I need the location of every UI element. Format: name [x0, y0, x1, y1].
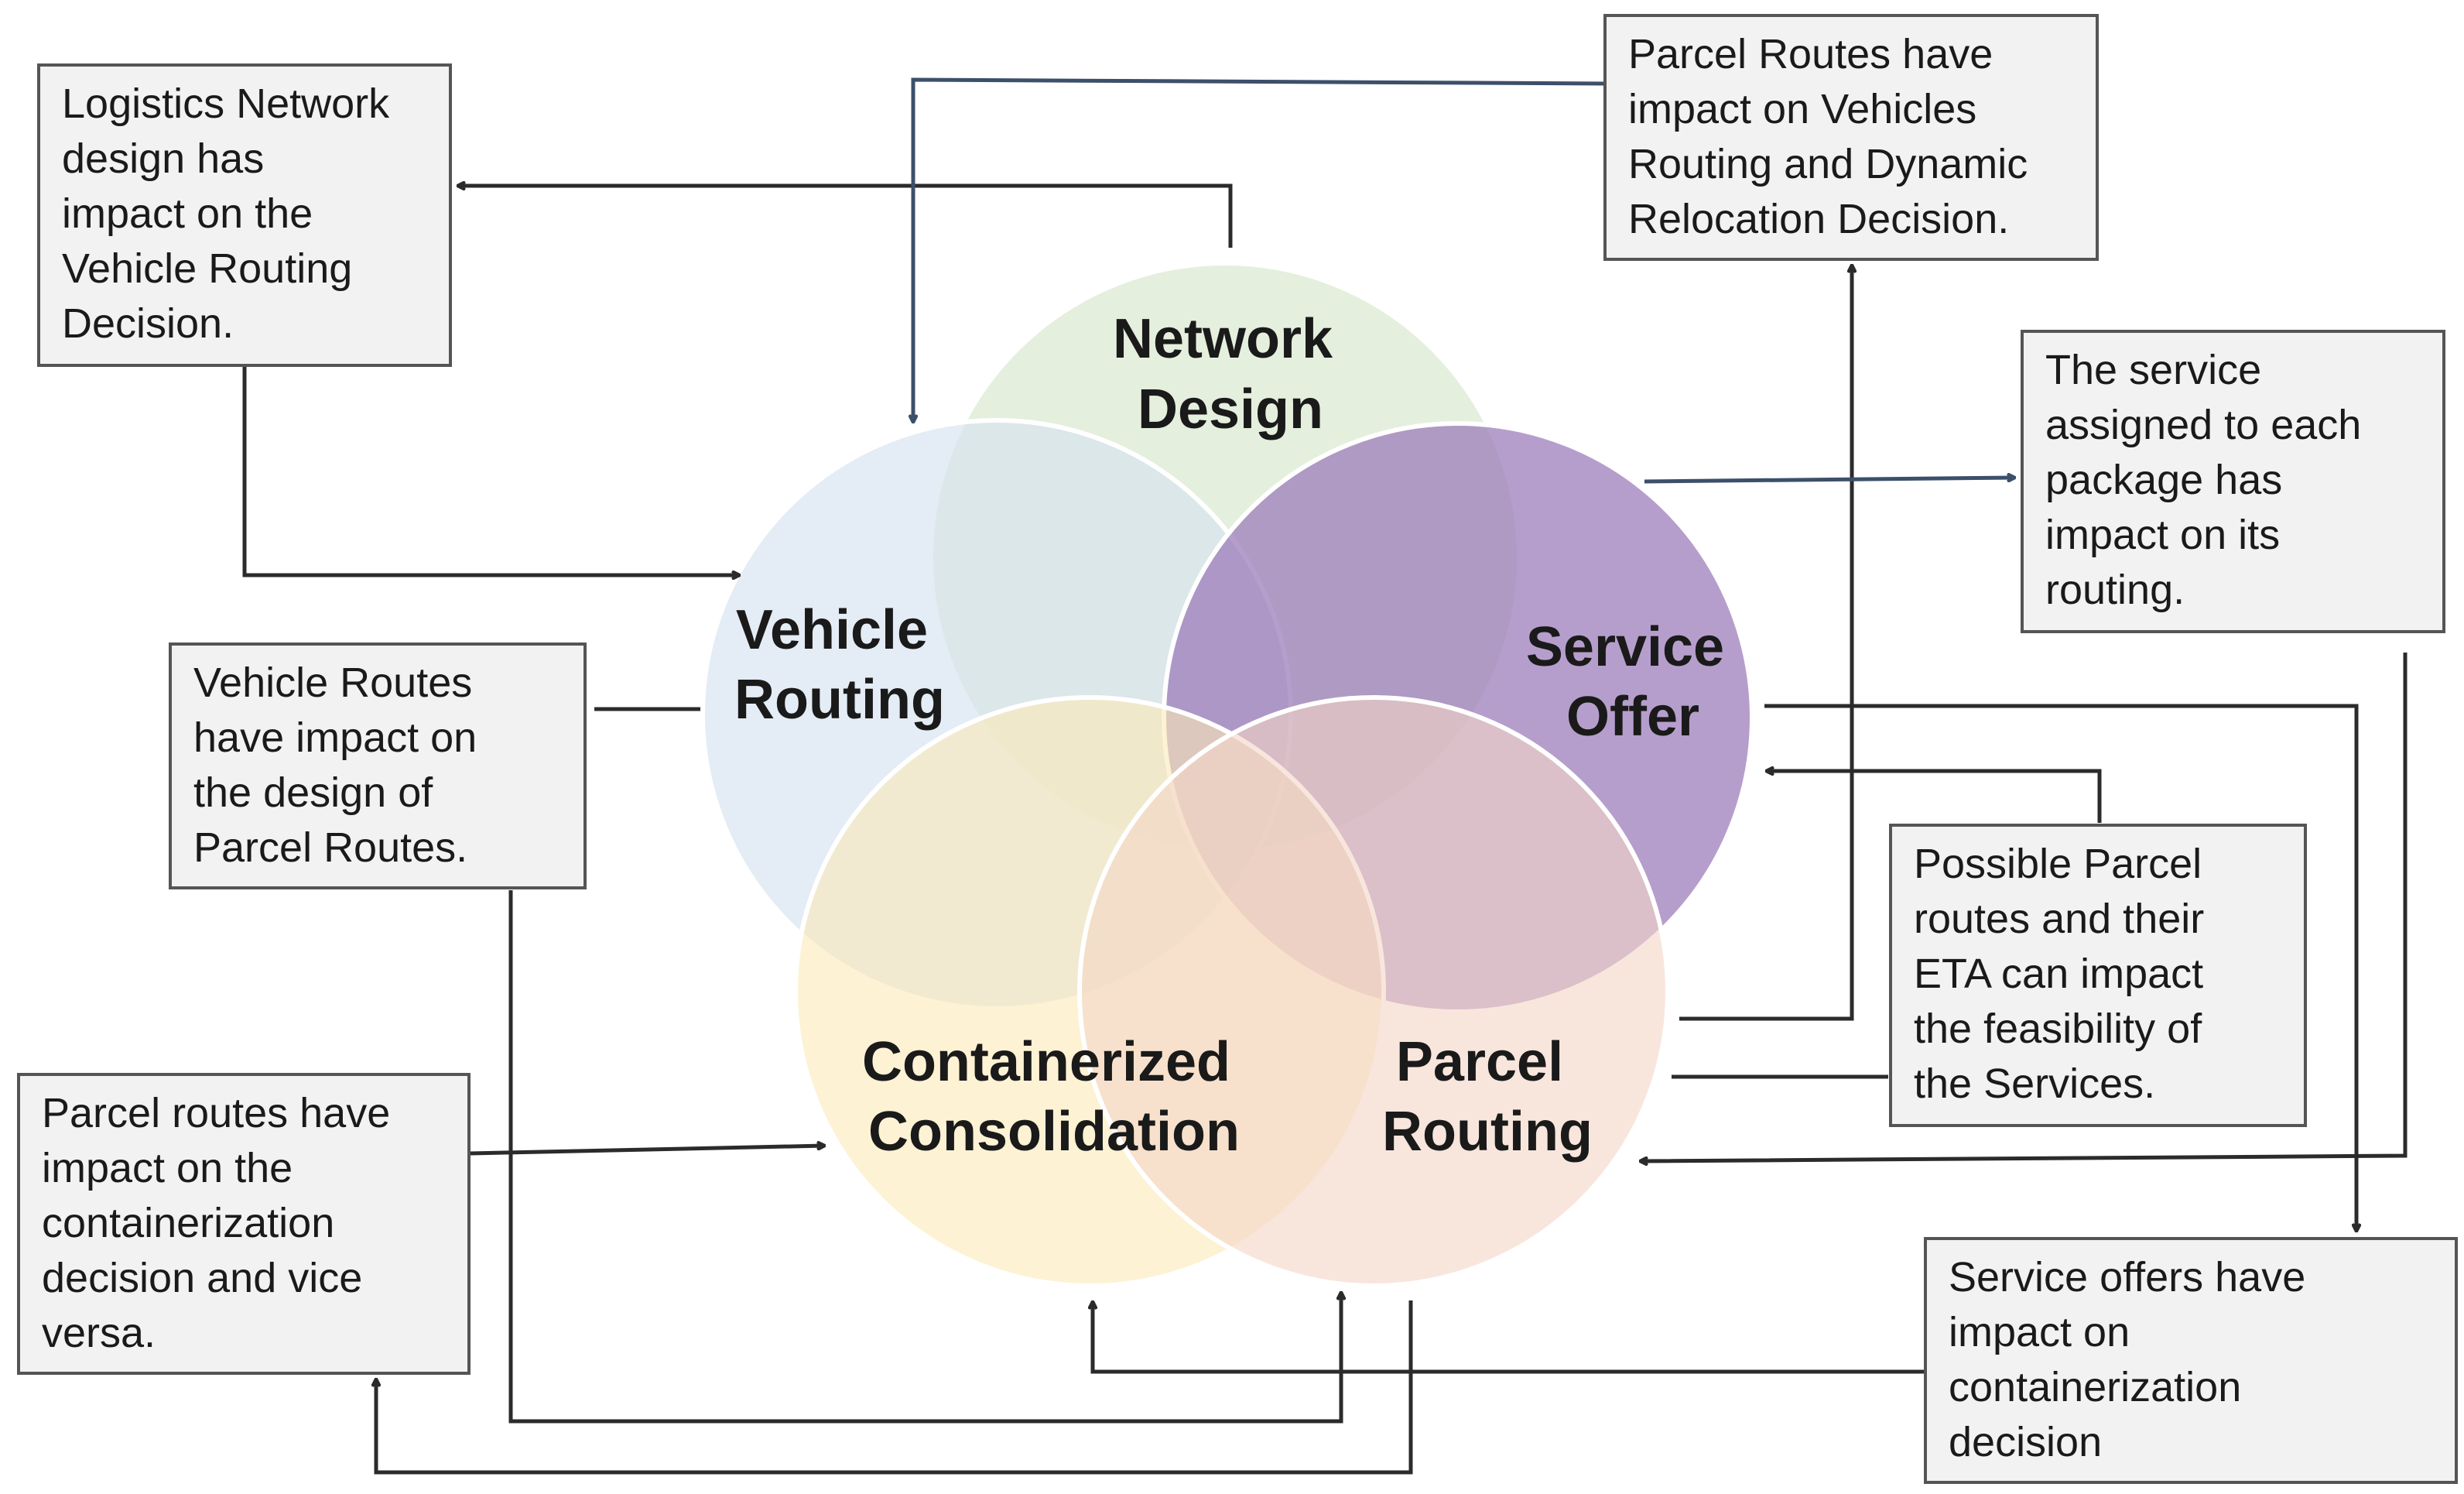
connector-service-note-to-parcel [1641, 653, 2408, 1161]
note-possible-parcel: Possible Parcel routes and their ETA can… [1889, 824, 2307, 1127]
connector-vehicle-routes-note-to-parcel [508, 890, 1341, 1424]
svg-text:Possible Parcel routes a: Possible Parcel routes and their ETA can… [1914, 841, 2216, 1107]
connector-parcel-to-parcel-routes-note [1679, 266, 1852, 1021]
connector-possible-parcel-note-to-service [1767, 771, 2102, 823]
note-service-assigned: The service assigned to each package has… [2021, 330, 2445, 633]
connector-service-to-service-offers-note [1764, 704, 2356, 1231]
svg-text:Parcel Routes have impac: Parcel Routes have impact on Vehicles Ro… [1628, 31, 2039, 242]
label-vehicle-routing: Vehicle Routing [734, 599, 945, 731]
note-vehicle-routes: Vehicle Routes have impact on the design… [169, 642, 587, 889]
label-service-offer: Service Offer [1526, 616, 1740, 748]
label-network-design: Network Design [1113, 308, 1348, 440]
connector-parcel-to-parcel-containerization-note [376, 1300, 1413, 1475]
svg-text:Vehicle Routes have impa: Vehicle Routes have impact on the design… [193, 660, 488, 871]
svg-text:Service offers have impa: Service offers have impact on containeri… [1949, 1254, 2317, 1465]
svg-text:The service assigned to: The service assigned to each package has… [2045, 347, 2373, 613]
connector-parcel-routes-note-to-vehicle [913, 77, 1606, 422]
svg-text:Logistics Network design: Logistics Network design has impact on t… [62, 81, 401, 347]
svg-text:Parcel routes have impac: Parcel routes have impact on the contain… [42, 1090, 402, 1356]
circle-parcel-routing [1077, 695, 1670, 1288]
venn-circles [700, 261, 1754, 1288]
note-service-offers: Service offers have impact on containeri… [1924, 1237, 2458, 1484]
label-parcel-routing: Parcel Routing [1382, 1031, 1593, 1163]
connectors [242, 77, 2408, 1475]
connector-parcel-containerization-note-to-containerized [470, 1146, 824, 1156]
note-parcel-routes-vehicles: Parcel Routes have impact on Vehicles Ro… [1603, 14, 2099, 261]
note-logistics-network: Logistics Network design has impact on t… [37, 63, 452, 367]
note-parcel-containerization: Parcel routes have impact on the contain… [17, 1073, 471, 1375]
connector-logistics-note-to-vehicle [242, 365, 739, 575]
connector-service-to-service-note [1644, 478, 2014, 484]
label-containerized-consolidation: Containerized Consolidation [862, 1031, 1246, 1163]
connector-service-offers-note-to-containerized [1093, 1302, 1925, 1374]
connector-network-to-logistics-note [458, 186, 1233, 248]
